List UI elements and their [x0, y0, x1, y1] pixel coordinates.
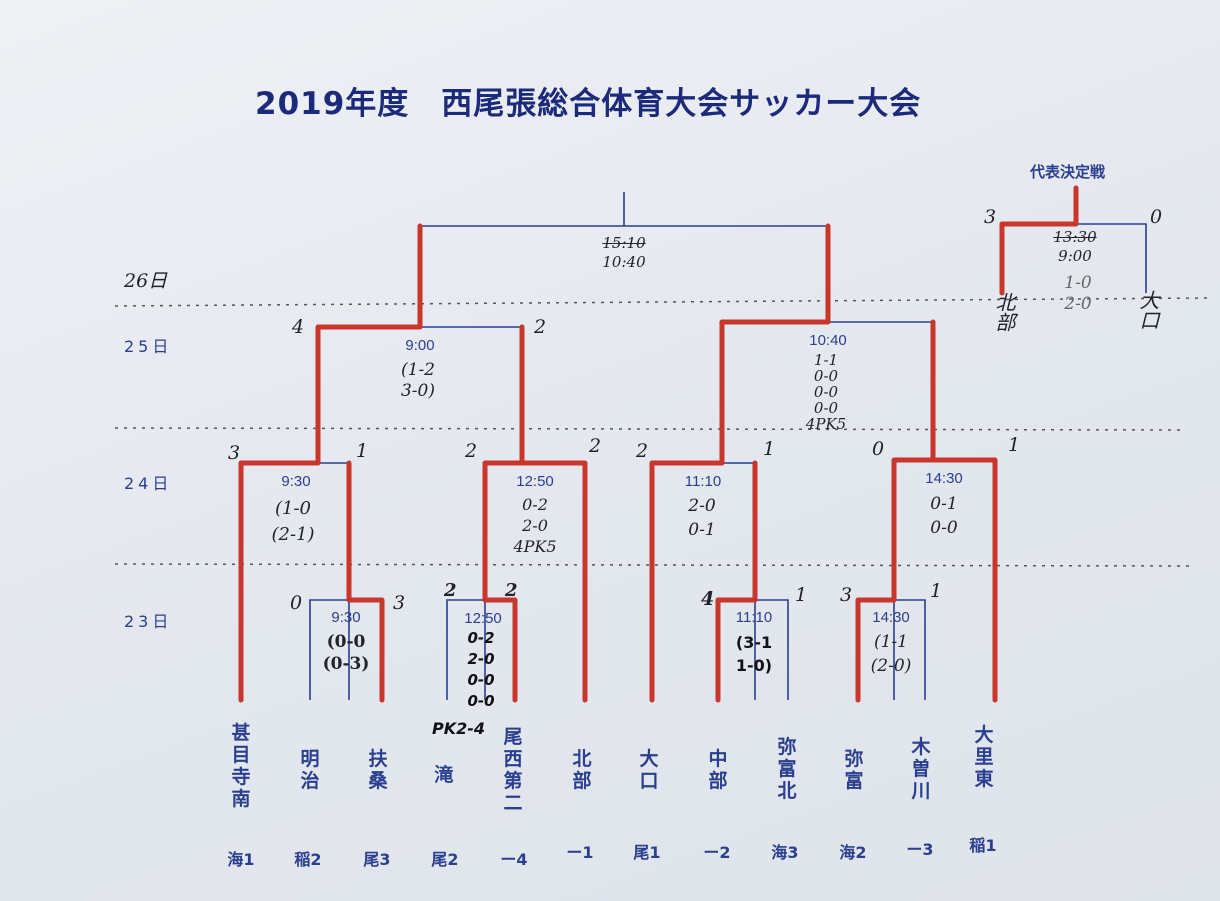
r1-b-score-left: 2 [444, 580, 457, 601]
team-name: 中部 [708, 748, 728, 792]
r2-d-result: 0-1 0-0 [930, 494, 958, 538]
team-name: 明治 [300, 748, 320, 792]
team-name: 甚目寺南 [231, 722, 251, 810]
r1-d-score-left: 3 [840, 584, 853, 606]
team-seed: 尾2 [431, 850, 459, 869]
r1-d-result: (1-1 (2-0) [870, 632, 912, 676]
r2-d-score-left: 0 [872, 438, 885, 460]
r2-c-time: 11:10 [684, 473, 722, 490]
r1-b-time: 12:50 [464, 610, 502, 627]
day-label-23: 23日 [124, 612, 173, 631]
team-name: 木曽川 [911, 736, 931, 802]
team-seed: ー4 [500, 850, 528, 869]
r1-c-score-right: 1 [795, 584, 808, 606]
r1-b-score-right: 2 [505, 580, 518, 601]
r1-c-score-left: 4 [701, 588, 715, 610]
team-name: 大口 [639, 748, 659, 792]
day-label-25: 25日 [124, 337, 173, 356]
sf-b-time: 10:40 [809, 332, 847, 349]
sf-b-result: 1-1 0-0 0-0 0-0 4PK5 [805, 351, 847, 433]
playoff-result: 1-0 2-0 [1064, 273, 1092, 314]
r2-a-result: (1-0 (2-1) [271, 498, 315, 545]
page-title: 2019年度 西尾張総合体育大会サッカー大会 [255, 86, 922, 122]
team-seed: 海3 [771, 843, 799, 862]
r2-a-time: 9:30 [281, 473, 311, 490]
r1-c-time: 11:10 [735, 609, 773, 626]
sf-a-score-right: 2 [534, 316, 547, 338]
r1-a-score-left: 0 [290, 592, 303, 614]
day-label-26: 26日 [124, 270, 168, 292]
team-seed: 稲1 [969, 836, 997, 855]
r1-c-result: (3-1 1-0) [735, 633, 773, 675]
team-name: 北部 [572, 748, 592, 792]
team-name: 大里東 [974, 724, 994, 790]
r2-c-score-right: 1 [763, 438, 776, 460]
r2-a-score-right: 1 [356, 440, 369, 462]
team-name: 尾西第二 [503, 726, 523, 814]
team-seed: 尾1 [633, 843, 661, 862]
r2-c-result: 2-0 0-1 [688, 496, 716, 540]
r1-b-result: 0-2 2-0 0-0 0-0 [467, 629, 495, 710]
playoff-score-right: 0 [1150, 206, 1163, 228]
r1-a-result: (0-0 (0-3) [322, 632, 370, 674]
final-time-old: 15:10 [602, 234, 646, 252]
team-name: 滝 [434, 764, 454, 786]
r2-b-result: 0-2 2-0 4PK5 [513, 495, 557, 556]
r2-b-score-left: 2 [465, 440, 478, 462]
r2-d-time: 14:30 [925, 470, 963, 487]
r2-b-score-right: 2 [589, 435, 602, 457]
team-name: 扶桑 [368, 748, 388, 792]
separator-26-25 [114, 297, 1211, 307]
r1-d-time: 14:30 [872, 609, 910, 626]
r1-b-pk: PK2-4 [432, 719, 486, 738]
r2-d-score-right: 1 [1008, 434, 1021, 456]
playoff-score-left: 3 [984, 206, 997, 228]
team-name: 弥富北 [777, 736, 797, 802]
bracket-winner-lines [238, 185, 1079, 703]
team-seed: ー2 [703, 843, 731, 862]
playoff-team-right: 大口 [1136, 290, 1160, 330]
playoff-label: 代表決定戦 [1030, 163, 1106, 181]
team-name: 弥富 [844, 748, 864, 792]
separator-25-24 [114, 427, 1181, 431]
team-seed: 稲2 [294, 850, 322, 869]
playoff-time-old: 13:30 [1053, 228, 1097, 246]
r2-c-score-left: 2 [636, 440, 649, 462]
r1-d-score-right: 1 [930, 580, 943, 602]
team-seed: ー1 [566, 843, 594, 862]
r1-a-score-right: 3 [393, 592, 406, 614]
day-label-24: 24日 [124, 474, 173, 493]
sf-a-score-left: 4 [292, 316, 305, 338]
team-seed: ー3 [906, 840, 934, 859]
sf-a-result: (1-2 3-0) [400, 360, 436, 401]
playoff-team-left: 北部 [992, 292, 1016, 332]
r1-a-time: 9:30 [331, 609, 361, 626]
r2-b-time: 12:50 [516, 473, 554, 490]
team-seed: 海2 [839, 843, 867, 862]
r2-a-score-left: 3 [228, 442, 241, 464]
playoff-time-new: 9:00 [1058, 247, 1092, 265]
team-seed: 海1 [227, 850, 255, 869]
final-time-new: 10:40 [602, 253, 646, 271]
team-seed: 尾3 [363, 850, 391, 869]
sf-a-time: 9:00 [405, 337, 435, 354]
